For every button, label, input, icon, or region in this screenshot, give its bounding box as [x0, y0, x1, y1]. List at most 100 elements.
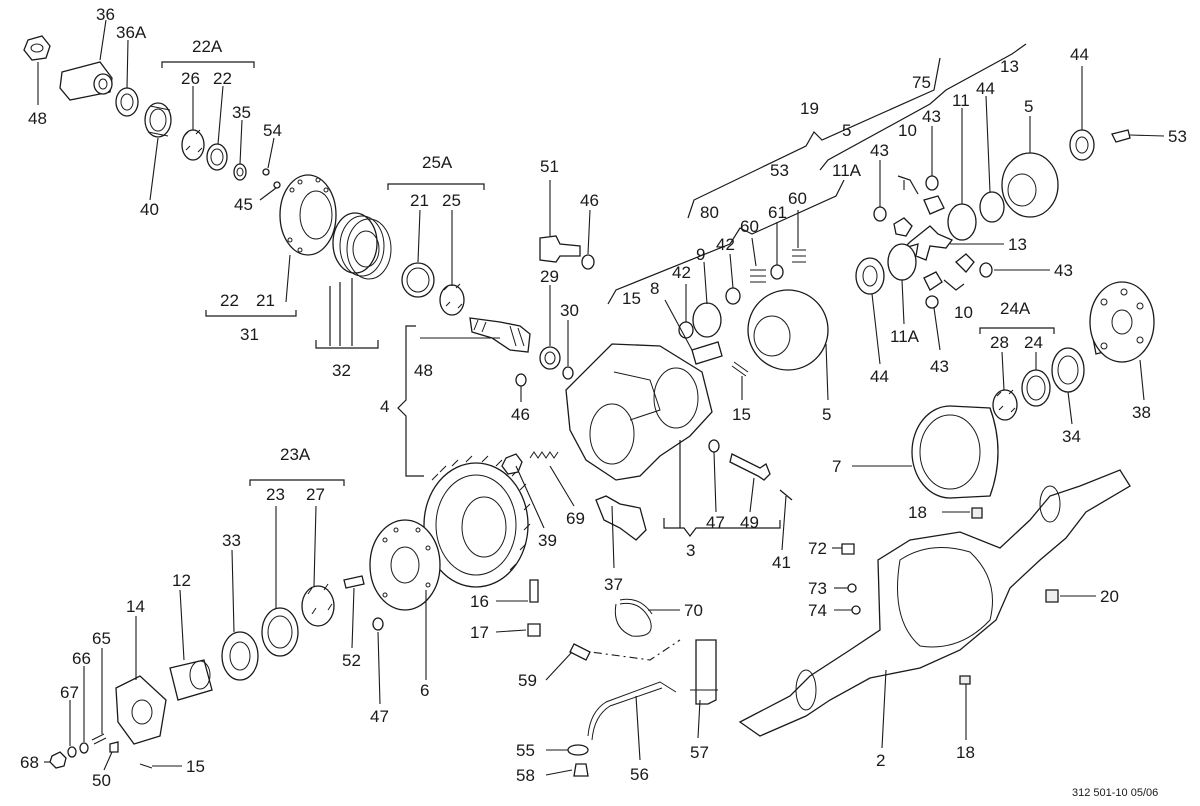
callout: 44	[1070, 45, 1089, 64]
washer-46	[581, 254, 595, 270]
callout: 80	[700, 203, 719, 222]
callout: 24	[1024, 333, 1043, 352]
callout: 65	[92, 629, 111, 648]
fitting-59	[569, 643, 591, 661]
hex-nut-48	[23, 35, 51, 61]
pin-41	[779, 489, 793, 501]
washer-66	[79, 742, 89, 754]
callout: 37	[604, 575, 623, 594]
washer-67	[67, 746, 77, 758]
callout: 47	[706, 513, 725, 532]
callout: 66	[72, 649, 91, 668]
washer-43c	[979, 262, 993, 278]
callout: 46	[580, 191, 599, 210]
bushing-17	[527, 623, 541, 637]
callout: 4	[380, 397, 389, 416]
side-gear-9	[692, 302, 722, 338]
callout: 38	[1132, 403, 1151, 422]
washer-61	[770, 264, 784, 280]
callout-labels: 36 36A 22A 26 22 48 40 35 54 45 22 21 31…	[20, 5, 1187, 790]
thrust-washer-44a	[979, 191, 1005, 223]
bearing-29	[539, 346, 561, 370]
callout: 43	[1054, 261, 1073, 280]
callout: 54	[263, 121, 282, 140]
callout: 52	[342, 651, 361, 670]
callout: 60	[788, 189, 807, 208]
washer-74	[851, 605, 861, 615]
callout: 56	[630, 765, 649, 784]
callout: 34	[1062, 427, 1081, 446]
plug-18a	[971, 507, 983, 519]
callout: 39	[538, 531, 557, 550]
callout: 22A	[192, 37, 223, 56]
nut-68	[49, 751, 67, 769]
callout: 31	[240, 325, 259, 344]
group-brackets	[161, 43, 1055, 537]
washer-47b	[372, 617, 384, 631]
callout: 75	[912, 73, 931, 92]
plug-18b	[959, 675, 971, 685]
pinion-10b	[923, 195, 945, 215]
washer-36a	[115, 87, 139, 117]
nut-39	[501, 453, 523, 475]
callout: 32	[332, 361, 351, 380]
clamp-55	[567, 744, 589, 756]
callout: 18	[908, 503, 927, 522]
callout: 51	[540, 157, 559, 176]
leader-lines	[37, 19, 1165, 776]
spring-69	[529, 451, 559, 459]
callout: 6	[420, 681, 429, 700]
callout: 72	[808, 539, 827, 558]
callout: 44	[976, 79, 995, 98]
fitting-72	[841, 543, 855, 555]
bolt-52	[343, 575, 365, 589]
callout: 67	[60, 683, 79, 702]
callout: 30	[560, 301, 579, 320]
oring-45	[273, 181, 281, 189]
callout: 55	[516, 741, 535, 760]
bracket-57	[695, 639, 717, 705]
callout: 5	[822, 405, 831, 424]
brake-line-56	[587, 681, 677, 741]
callout: 15	[622, 289, 641, 308]
drawing-reference-footer: 312 501-10 05/06	[1072, 787, 1158, 799]
ring-30	[562, 366, 574, 380]
bearing-27	[301, 585, 335, 627]
spacer-35	[233, 163, 247, 181]
bolt-53	[1111, 129, 1131, 143]
callout: 73	[808, 579, 827, 598]
callout: 48	[28, 109, 47, 128]
callout: 18	[956, 743, 975, 762]
callout: 11	[952, 91, 970, 110]
callout: 22	[213, 69, 232, 88]
thrust-washer-42b	[725, 287, 741, 305]
callout: 20	[1100, 587, 1119, 606]
seal-34	[1051, 347, 1085, 393]
callout: 25A	[422, 153, 453, 172]
callout: 43	[870, 141, 889, 160]
callout: 22	[220, 291, 239, 310]
ring-33	[221, 631, 259, 681]
pin-15c	[139, 763, 153, 769]
pin-15	[731, 361, 749, 377]
callout: 8	[650, 279, 659, 298]
callout: 17	[470, 623, 489, 642]
callout: 41	[772, 553, 791, 572]
callout: 49	[740, 513, 759, 532]
plug-20	[1045, 589, 1059, 603]
drive-pinion-48	[469, 317, 531, 353]
callout: 15	[186, 757, 205, 776]
callout: 16	[470, 592, 489, 611]
washer-43d	[925, 295, 939, 309]
callout: 24A	[1000, 299, 1031, 318]
bearing-carrier-31	[279, 174, 337, 256]
callout: 42	[716, 235, 735, 254]
callout: 26	[181, 69, 200, 88]
spring-60	[750, 269, 766, 283]
callout: 21	[410, 191, 429, 210]
callout: 28	[990, 333, 1009, 352]
callout: 59	[518, 671, 537, 690]
callout: 42	[672, 263, 691, 282]
callout: 60	[740, 217, 759, 236]
thrust-washer-44b	[1069, 129, 1095, 161]
